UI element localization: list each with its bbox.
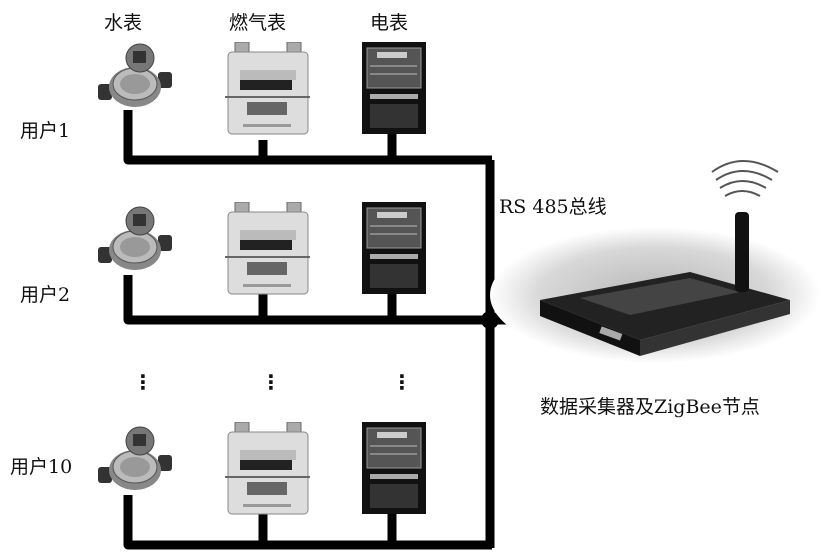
label-gas-meter: 燃气表 <box>229 12 287 34</box>
gas-meter-user2 <box>225 202 310 295</box>
label-user10: 用户10 <box>10 456 73 478</box>
bus-user2 <box>123 275 540 325</box>
bus-junction <box>481 311 499 329</box>
label-user2: 用户2 <box>20 284 71 306</box>
water-meter-user10 <box>98 426 173 491</box>
gas-meter-user10 <box>225 422 310 515</box>
antenna <box>735 212 749 292</box>
collector-label: 数据采集器及ZigBee节点 <box>540 396 760 418</box>
electric-meter-user1 <box>362 42 426 134</box>
ellipsis-water: ⋮ <box>133 370 153 394</box>
water-meter-user1 <box>98 43 173 108</box>
ellipsis-gas: ⋮ <box>261 370 281 394</box>
label-user1: 用户1 <box>20 120 71 142</box>
bus-label: RS 485总线 <box>499 196 607 218</box>
electric-meter-user2 <box>362 202 426 294</box>
electric-meter-user10 <box>362 422 426 514</box>
gas-meter-user1 <box>225 42 310 135</box>
wireless-signal-icon <box>711 160 779 197</box>
water-meter-user2 <box>98 206 173 271</box>
label-electric-meter: 电表 <box>370 12 409 34</box>
bus-user10 <box>123 495 492 550</box>
ellipsis-electric: ⋮ <box>392 370 412 394</box>
rs485-bus <box>123 110 540 550</box>
bus-user1 <box>123 110 492 165</box>
label-water-meter: 水表 <box>104 12 143 34</box>
data-collector-device <box>490 160 820 363</box>
